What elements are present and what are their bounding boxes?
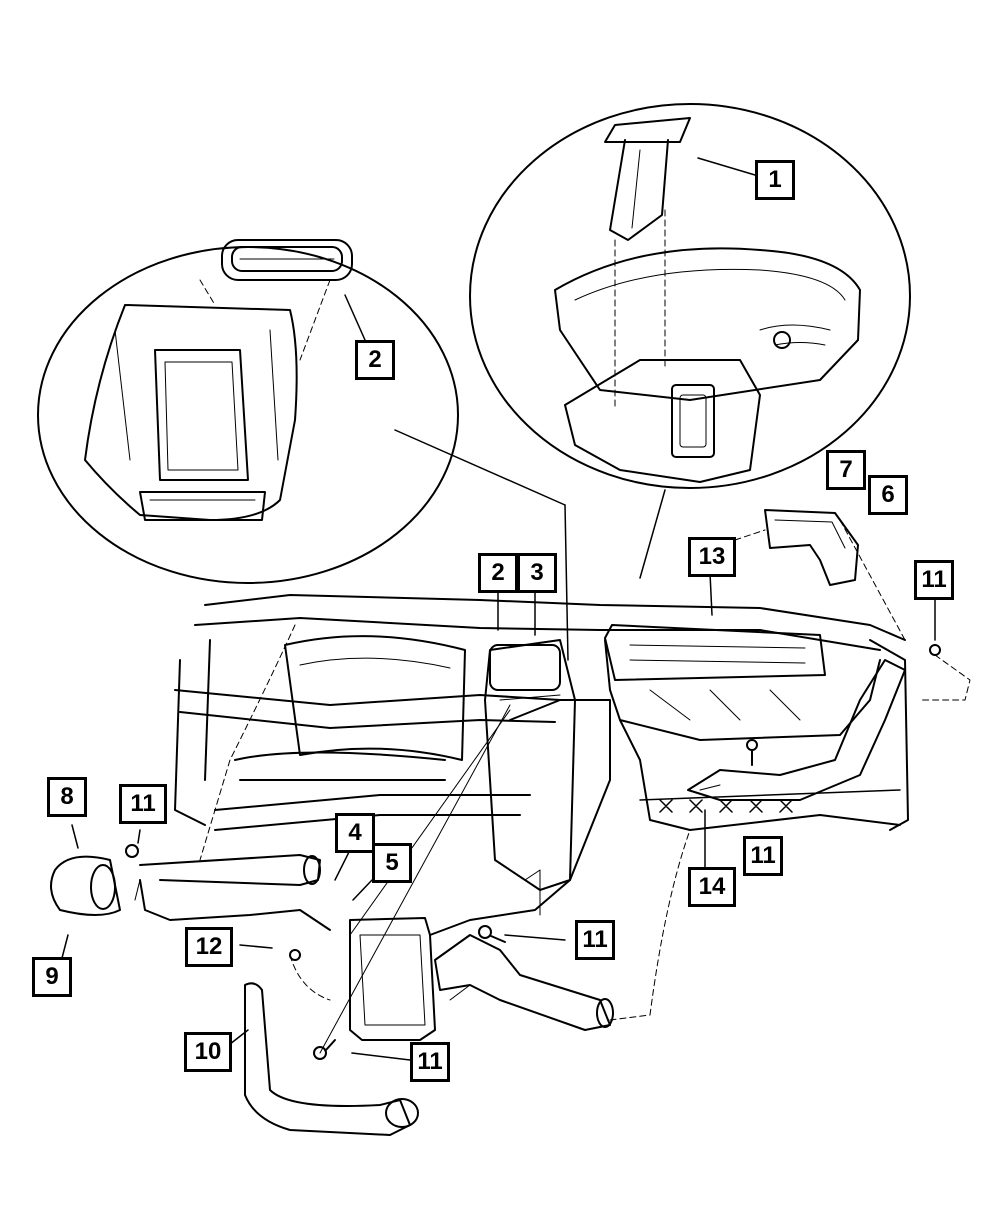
callout-2-detail: 2: [355, 340, 395, 380]
duct-left: [50, 624, 419, 1136]
callout-11-bottom: 11: [410, 1042, 450, 1082]
callout-1: 1: [755, 160, 795, 200]
callout-11-left: 11: [119, 784, 167, 824]
callout-5: 5: [372, 843, 412, 883]
duct-upper-right: [734, 509, 906, 641]
callout-8: 8: [47, 777, 87, 817]
callout-11-top-right: 11: [914, 560, 954, 600]
callout-9: 9: [32, 957, 72, 997]
callout-4: 4: [335, 813, 375, 853]
callout-10: 10: [184, 1032, 232, 1072]
callout-2: 2: [478, 553, 518, 593]
callout-3: 3: [517, 553, 557, 593]
callout-14: 14: [688, 867, 736, 907]
callout-11-center: 11: [575, 920, 615, 960]
callout-11-right: 11: [743, 836, 783, 876]
instrument-panel: [174, 594, 909, 891]
callout-6: 6: [868, 475, 908, 515]
callout-7: 7: [826, 450, 866, 490]
duct-right: [687, 644, 971, 873]
detail-circle-left: [37, 239, 569, 661]
callout-12: 12: [185, 927, 233, 967]
detail-circle-right: [469, 103, 911, 579]
callout-13: 13: [688, 537, 736, 577]
duct-center: [239, 572, 936, 1061]
